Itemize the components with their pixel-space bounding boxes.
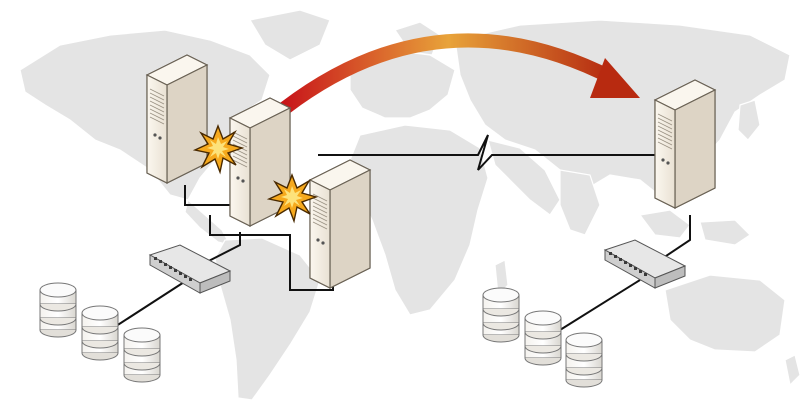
secondary-server bbox=[654, 79, 716, 209]
database-disk-icon bbox=[123, 327, 161, 383]
primary-server-1 bbox=[146, 54, 208, 184]
failover-arrow-icon bbox=[278, 33, 640, 115]
primary-server-3 bbox=[309, 159, 371, 289]
secondary-storage bbox=[482, 287, 603, 388]
secondary-site-cabling bbox=[559, 215, 691, 331]
network-switch-icon bbox=[604, 239, 686, 289]
wan-link bbox=[318, 134, 665, 171]
database-disk-icon bbox=[81, 305, 119, 361]
database-disk-icon bbox=[482, 287, 520, 343]
primary-storage bbox=[39, 282, 161, 383]
database-disk-icon bbox=[524, 310, 562, 366]
database-disk-icon bbox=[39, 282, 77, 338]
explosion-burst-icon bbox=[268, 174, 317, 222]
database-disk-icon bbox=[565, 332, 603, 388]
